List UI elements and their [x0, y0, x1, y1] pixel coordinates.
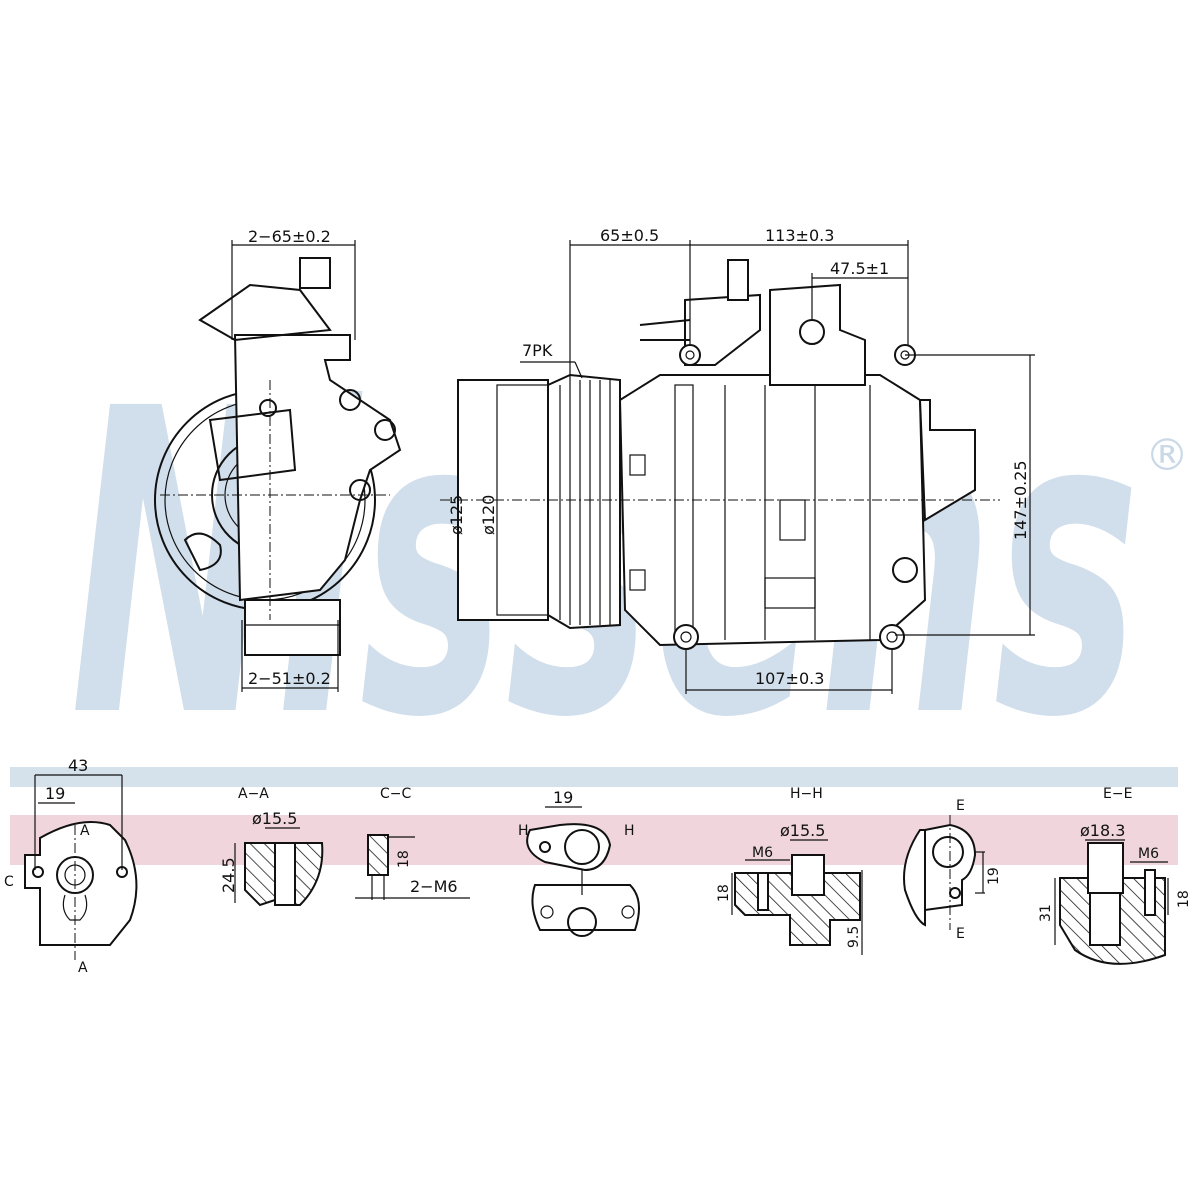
- flange-a-width-half-label: 19: [45, 784, 65, 803]
- section-hh-diameter-label: ø15.5: [780, 821, 825, 840]
- flange-e-height-label: 19: [986, 867, 1002, 885]
- detail-section-aa: A−A ø15.5 24.5: [219, 786, 324, 907]
- detail-flange-e: 19 E E: [903, 798, 1002, 942]
- flange-h-section-h-left-label: H: [518, 823, 529, 839]
- detail-flange-a: 43 19 C A A: [4, 756, 138, 976]
- flange-e-section-e-top-label: E: [956, 798, 965, 814]
- section-ee-thread-label: M6: [1138, 846, 1159, 862]
- detail-section-hh: H−H ø15.5 M6 18 9.5: [716, 786, 863, 955]
- blue-band: [10, 767, 1178, 787]
- dim-height: 147±0.25: [1011, 460, 1030, 540]
- section-aa-diameter-label: ø15.5: [252, 809, 297, 828]
- flange-a-width-total-label: 43: [68, 756, 88, 775]
- side-view: 65±0.5 113±0.3 47.5±1 7PK ø125 ø120 147±…: [440, 226, 1035, 694]
- dim-mount-span-top: 113±0.3: [765, 226, 834, 245]
- dim-pulley-inner: ø120: [479, 495, 498, 535]
- label-belt: 7PK: [522, 341, 553, 360]
- flange-h-width-label: 19: [553, 788, 573, 807]
- section-aa-title-label: A−A: [238, 786, 269, 802]
- section-cc-depth-label: 18: [396, 850, 412, 868]
- section-ee-title-label: E−E: [1103, 786, 1132, 802]
- section-hh-depth-label: 18: [716, 884, 732, 902]
- section-ee-depth-label: 18: [1176, 890, 1192, 908]
- dim-pulley-offset: 65±0.5: [600, 226, 659, 245]
- detail-flange-h: 19 H H: [518, 788, 640, 937]
- dim-pulley-outer: ø125: [447, 495, 466, 535]
- flange-e-section-e-bottom-label: E: [956, 926, 965, 942]
- section-hh-title-label: H−H: [790, 786, 823, 802]
- section-hh-step-label: 9.5: [846, 926, 862, 948]
- flange-a-section-a-top-label: A: [80, 823, 90, 839]
- watermark-registered-label: ®: [1145, 430, 1189, 481]
- section-ee-diameter-label: ø18.3: [1080, 821, 1125, 840]
- detail-section-cc: C−C 18 2−M6: [355, 786, 470, 900]
- dim-mount-span-bottom: 107±0.3: [755, 669, 824, 688]
- section-cc-thread-label: 2−M6: [410, 877, 458, 896]
- flange-a-section-a-bottom-label: A: [78, 960, 88, 976]
- section-aa-depth-label: 24.5: [219, 857, 238, 893]
- flange-a-section-c-label: C: [4, 874, 14, 890]
- detail-section-ee: E−E ø18.3 M6 31 18: [1038, 786, 1192, 965]
- dim-port-offset: 47.5±1: [830, 259, 889, 278]
- dim-top-width: 2−65±0.2: [248, 227, 331, 246]
- dim-bottom-width: 2−51±0.2: [248, 669, 331, 688]
- front-view: 2−65±0.2 2−51±0.2: [154, 227, 402, 692]
- section-ee-height-label: 31: [1038, 904, 1054, 922]
- section-hh-thread-label: M6: [752, 845, 773, 861]
- section-cc-title-label: C−C: [380, 786, 412, 802]
- flange-h-section-h-right-label: H: [624, 823, 635, 839]
